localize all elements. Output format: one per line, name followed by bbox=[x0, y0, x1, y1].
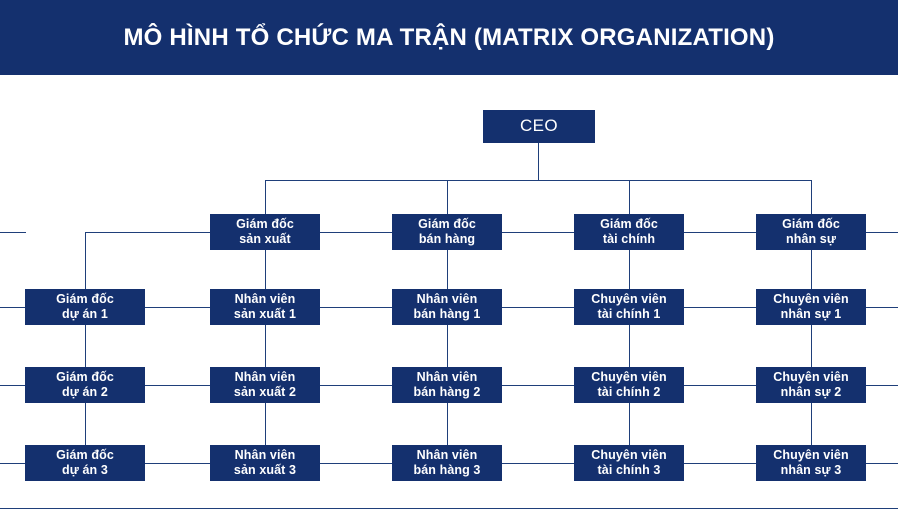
connector-prod2-to-prod3 bbox=[265, 403, 266, 446]
connector-row3-sales-to-fin bbox=[502, 463, 574, 464]
node-production-staff-3-label: Nhân viên sản xuất 3 bbox=[233, 448, 297, 477]
node-production-staff-2[interactable]: Nhân viên sản xuất 2 bbox=[210, 367, 320, 403]
node-finance-specialist-1[interactable]: Chuyên viên tài chính 1 bbox=[574, 289, 684, 325]
node-ceo-label: CEO bbox=[519, 116, 559, 136]
connector-pm2-to-pm3 bbox=[85, 403, 86, 446]
connector-dir-production-to-sales bbox=[320, 232, 392, 233]
connector-bus-to-dir-finance bbox=[629, 180, 630, 214]
connector-row2-prod-to-sales bbox=[320, 385, 392, 386]
node-hr-specialist-3-label: Chuyên viên nhân sự 3 bbox=[773, 448, 849, 477]
connector-dir-finance-to-row1 bbox=[629, 250, 630, 290]
connector-hr2-to-hr3 bbox=[811, 403, 812, 446]
node-finance-specialist-3-label: Chuyên viên tài chính 3 bbox=[591, 448, 667, 477]
node-hr-specialist-1[interactable]: Chuyên viên nhân sự 1 bbox=[756, 289, 866, 325]
node-project-manager-1-label: Giám đốc dự án 1 bbox=[56, 292, 114, 321]
connector-ceo-down bbox=[538, 143, 539, 180]
bottom-divider bbox=[0, 508, 898, 509]
connector-bus-to-dir-sales bbox=[447, 180, 448, 214]
node-production-staff-3[interactable]: Nhân viên sản xuất 3 bbox=[210, 445, 320, 481]
header-banner: MÔ HÌNH TỔ CHỨC MA TRẬN (MATRIX ORGANIZA… bbox=[0, 0, 898, 75]
connector-dir-row-left-stub bbox=[0, 232, 26, 233]
node-ceo[interactable]: CEO bbox=[483, 110, 595, 143]
node-hr-specialist-1-label: Chuyên viên nhân sự 1 bbox=[773, 292, 849, 321]
node-hr-specialist-2-label: Chuyên viên nhân sự 2 bbox=[773, 370, 849, 399]
connector-fin2-to-fin3 bbox=[629, 403, 630, 446]
connector-director-row-to-project-column bbox=[85, 232, 210, 233]
connector-director-bus bbox=[265, 180, 811, 181]
connector-bus-to-dir-hr bbox=[811, 180, 812, 214]
connector-fin1-to-fin2 bbox=[629, 325, 630, 368]
node-hr-specialist-2[interactable]: Chuyên viên nhân sự 2 bbox=[756, 367, 866, 403]
node-finance-specialist-1-label: Chuyên viên tài chính 1 bbox=[591, 292, 667, 321]
connector-row1-sales-to-fin bbox=[502, 307, 574, 308]
node-director-production[interactable]: Giám đốc sản xuất bbox=[210, 214, 320, 250]
node-director-production-label: Giám đốc sản xuất bbox=[236, 217, 294, 246]
connector-row3-right-stub bbox=[866, 463, 898, 464]
node-production-staff-2-label: Nhân viên sản xuất 2 bbox=[233, 370, 297, 399]
node-project-manager-3[interactable]: Giám đốc dự án 3 bbox=[25, 445, 145, 481]
connector-dir-finance-to-hr bbox=[684, 232, 756, 233]
node-sales-staff-3-label: Nhân viên bán hàng 3 bbox=[413, 448, 481, 477]
connector-dir-hr-to-row1 bbox=[811, 250, 812, 290]
node-sales-staff-2[interactable]: Nhân viên bán hàng 2 bbox=[392, 367, 502, 403]
connector-row3-pm-to-prod bbox=[145, 463, 210, 464]
connector-pm1-to-pm2 bbox=[85, 325, 86, 368]
node-project-manager-3-label: Giám đốc dự án 3 bbox=[56, 448, 114, 477]
node-director-sales[interactable]: Giám đốc bán hàng bbox=[392, 214, 502, 250]
node-sales-staff-1[interactable]: Nhân viên bán hàng 1 bbox=[392, 289, 502, 325]
connector-row1-pm-to-prod bbox=[145, 307, 210, 308]
node-production-staff-1[interactable]: Nhân viên sản xuất 1 bbox=[210, 289, 320, 325]
connector-prod1-to-prod2 bbox=[265, 325, 266, 368]
node-production-staff-1-label: Nhân viên sản xuất 1 bbox=[233, 292, 297, 321]
node-director-hr-label: Giám đốc nhân sự bbox=[782, 217, 840, 246]
connector-row3-prod-to-sales bbox=[320, 463, 392, 464]
node-finance-specialist-2-label: Chuyên viên tài chính 2 bbox=[591, 370, 667, 399]
node-hr-specialist-3[interactable]: Chuyên viên nhân sự 3 bbox=[756, 445, 866, 481]
connector-row1-fin-to-hr bbox=[684, 307, 756, 308]
node-sales-staff-3[interactable]: Nhân viên bán hàng 3 bbox=[392, 445, 502, 481]
connector-row1-prod-to-sales bbox=[320, 307, 392, 308]
node-director-finance-label: Giám đốc tài chính bbox=[600, 217, 658, 246]
connector-row1-left-stub bbox=[0, 307, 25, 308]
node-director-hr[interactable]: Giám đốc nhân sự bbox=[756, 214, 866, 250]
connector-dir-sales-to-row1 bbox=[447, 250, 448, 290]
node-project-manager-2[interactable]: Giám đốc dự án 2 bbox=[25, 367, 145, 403]
connector-row3-fin-to-hr bbox=[684, 463, 756, 464]
connector-project-column-down bbox=[85, 232, 86, 290]
node-finance-specialist-2[interactable]: Chuyên viên tài chính 2 bbox=[574, 367, 684, 403]
node-director-sales-label: Giám đốc bán hàng bbox=[418, 217, 476, 246]
connector-row3-left-stub bbox=[0, 463, 25, 464]
connector-sales2-to-sales3 bbox=[447, 403, 448, 446]
connector-hr1-to-hr2 bbox=[811, 325, 812, 368]
node-sales-staff-2-label: Nhân viên bán hàng 2 bbox=[413, 370, 481, 399]
node-project-manager-2-label: Giám đốc dự án 2 bbox=[56, 370, 114, 399]
connector-row2-fin-to-hr bbox=[684, 385, 756, 386]
connector-bus-to-dir-production bbox=[265, 180, 266, 214]
connector-row1-right-stub bbox=[866, 307, 898, 308]
node-director-finance[interactable]: Giám đốc tài chính bbox=[574, 214, 684, 250]
node-finance-specialist-3[interactable]: Chuyên viên tài chính 3 bbox=[574, 445, 684, 481]
connector-sales1-to-sales2 bbox=[447, 325, 448, 368]
connector-dir-sales-to-finance bbox=[502, 232, 574, 233]
connector-row2-pm-to-prod bbox=[145, 385, 210, 386]
connector-row2-left-stub bbox=[0, 385, 25, 386]
org-chart-canvas: CEO Giám đốc sản xuất Giám đốc bán hàng … bbox=[0, 75, 898, 516]
connector-row2-sales-to-fin bbox=[502, 385, 574, 386]
connector-row2-right-stub bbox=[866, 385, 898, 386]
node-project-manager-1[interactable]: Giám đốc dự án 1 bbox=[25, 289, 145, 325]
connector-dir-production-to-row1 bbox=[265, 250, 266, 290]
page-title: MÔ HÌNH TỔ CHỨC MA TRẬN (MATRIX ORGANIZA… bbox=[123, 23, 775, 51]
node-sales-staff-1-label: Nhân viên bán hàng 1 bbox=[413, 292, 481, 321]
connector-dir-row-right-stub bbox=[866, 232, 898, 233]
